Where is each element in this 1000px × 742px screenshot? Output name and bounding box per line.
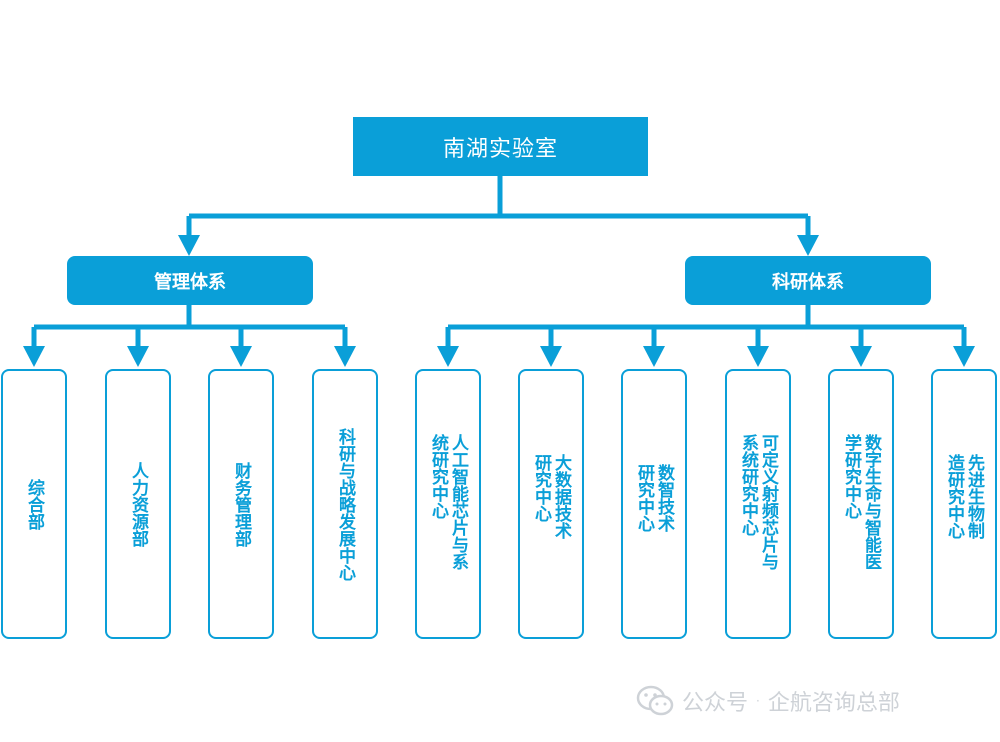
leaf-label: 综合部 [24,478,44,530]
arrow-head [643,346,665,367]
leaf-node: 财务管理部 [208,369,274,639]
leaf-node: 科研与战略发展中心 [312,369,378,639]
arrow-head [178,235,200,256]
root-connector [186,176,811,236]
leaf-node: 可定义射频芯片与系统研究中心 [725,369,791,639]
separator-dot: · [756,694,760,708]
watermark-source: 公众号 [682,691,749,716]
branch-connector-research [445,305,967,347]
leaf-node: 先进生物制造研究中心 [931,369,997,639]
arrow-head [127,346,149,367]
leaf-node: 数智技术研究中心 [621,369,687,639]
leaf-label: 数智技术研究中心 [634,464,674,532]
branch-label: 科研体系 [772,271,844,293]
watermark: 公众号 · 企航咨询总部 [636,676,900,726]
root-title: 南湖实验室 [442,136,558,162]
leaf-node: 大数据技术研究中心 [518,369,584,639]
leaf-label: 可定义射频芯片与系统研究中心 [738,434,778,570]
leaf-label: 大数据技术研究中心 [531,454,571,539]
leaf-label: 财务管理部 [231,461,251,547]
root-node: 南湖实验室 [353,117,648,176]
leaf-label: 人力资源部 [128,461,148,547]
arrow-head [747,346,769,367]
leaf-node: 数字生命与智能医学研究中心 [828,369,894,639]
branch-node-research: 科研体系 [685,256,931,305]
branch-node-management: 管理体系 [67,256,313,305]
leaf-label: 数字生命与智能医学研究中心 [841,434,881,570]
arrow-head [23,346,45,367]
arrow-head [797,235,819,256]
leaf-node: 人工智能芯片与系统研究中心 [415,369,481,639]
leaf-label: 科研与战略发展中心 [335,427,355,581]
arrow-head [334,346,356,367]
wechat-icon [636,685,674,716]
arrow-head [437,346,459,367]
arrow-head [850,346,872,367]
watermark-name: 企航咨询总部 [767,691,900,716]
arrow-head [540,346,562,367]
arrow-head [230,346,252,367]
branch-label: 管理体系 [154,271,226,293]
leaf-node: 综合部 [1,369,67,639]
arrow-head [953,346,975,367]
branch-connector-management [31,305,348,347]
leaf-label: 人工智能芯片与系统研究中心 [428,434,468,570]
leaf-label: 先进生物制造研究中心 [944,454,984,539]
leaf-node: 人力资源部 [105,369,171,639]
